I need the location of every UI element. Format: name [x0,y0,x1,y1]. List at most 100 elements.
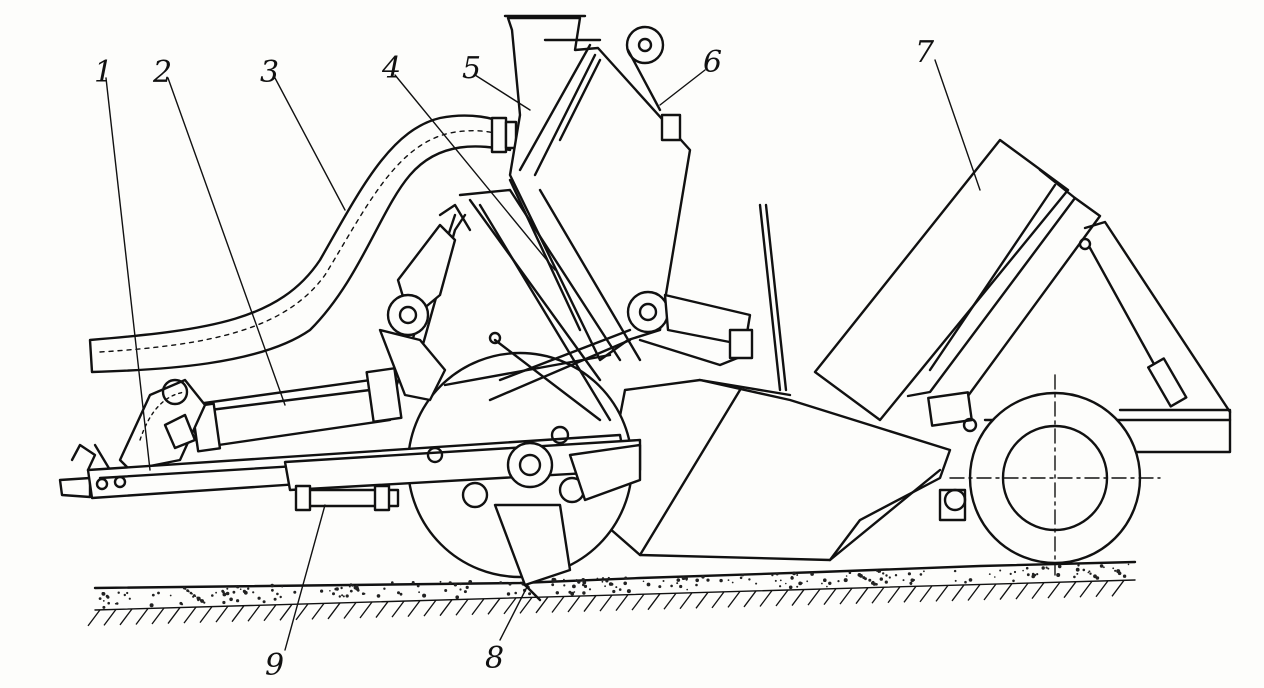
hatch-mark [743,590,757,608]
soil-dot [1103,566,1105,569]
soil-dot [999,569,1002,572]
soil-dot [755,582,758,585]
soil-dot [222,590,225,594]
soil-dot [902,579,905,582]
soil-dot [551,577,556,582]
hatch-mark [231,605,245,623]
soil-dot [775,572,779,576]
soil-dot [115,602,119,605]
hatch-mark [167,607,181,624]
hatch-mark [199,606,213,624]
soil-dot [695,578,699,583]
soil-dot [953,569,957,573]
soil-dot [885,574,888,577]
soil-dot [739,576,743,580]
soil-dot [1056,573,1061,577]
hatch-mark [583,595,597,612]
hatch-mark [967,584,981,601]
soil-dot [180,603,184,606]
soil-dot [329,590,331,592]
soil-dot [191,592,193,595]
soil-dot [236,599,240,603]
soil-dot [771,574,774,577]
soil-dot [236,585,240,589]
hatch-mark [439,599,453,617]
soil-dot [706,578,710,582]
hatch-mark [151,607,165,625]
hatch-mark [503,597,517,615]
soil-dot [792,571,796,576]
soil-dot [334,587,338,591]
soil-dot [658,585,662,589]
soil-dot [1122,574,1127,578]
callout-5: 5 [462,51,481,86]
soil-dot [197,599,200,602]
hatch-mark [567,595,581,613]
soil-dot [582,580,587,585]
transport-tube-3 [88,114,518,374]
soil-dot [954,579,957,582]
soil-dot [376,594,381,598]
hatch-mark [551,596,565,613]
soil-dot [187,590,190,593]
hatch-mark [855,587,869,605]
soil-dot [601,580,604,583]
soil-dot [676,582,679,585]
hatch-mark [455,598,469,616]
soil-dot [681,576,686,580]
soil-dot [577,580,581,584]
soil-dot [624,576,628,580]
hatch-mark [343,602,357,619]
soil-dot [821,582,823,585]
soil-dot [194,595,197,597]
hatch-mark [295,603,309,621]
hose-linkage [70,378,207,472]
soil-dot [151,593,155,597]
soil-dot [884,580,888,584]
soil-dot [601,577,605,580]
soil-dot [670,584,673,588]
hatch-mark [215,605,229,623]
soil-dot [604,585,606,588]
soil-dot [508,582,512,586]
soil-dot [626,589,631,594]
soil-dot [1047,567,1050,570]
soil-dot [270,583,275,588]
soil-dot [117,591,120,594]
soil-dot [349,589,353,593]
soil-dot [826,585,828,588]
soil-dot [868,578,872,582]
soil-dot [1089,572,1092,575]
soil-dot [101,592,106,596]
soil-dot [222,592,227,597]
soil-dot [239,588,242,590]
hatch-mark [487,597,501,615]
soil-dot [686,588,688,591]
soil-dot [1022,569,1024,572]
hatch-mark [615,594,629,612]
soil-dot [106,595,110,599]
soil-dot [1127,563,1130,566]
soil-dot [128,597,131,600]
soil-dot [416,584,420,588]
conveyor-box [598,203,967,562]
soil-dot [642,580,645,583]
soil-dot [345,594,349,598]
soil-dot [679,584,683,589]
soil-dot [646,582,651,587]
soil-dot [837,580,840,583]
soil-dot [465,585,469,590]
soil-dot [338,595,341,598]
soil-dot [276,592,279,596]
hatch-mark [1111,579,1125,597]
soil-dot [107,601,110,605]
hatch-mark [679,592,693,610]
hatch-mark [247,604,261,622]
hatch-mark [423,599,437,617]
soil-dot [169,594,172,597]
soil-dot [468,580,473,584]
soil-dot [796,585,799,588]
hatch-mark [999,583,1013,600]
hopper-5 [503,14,692,362]
soil-dot [355,586,360,591]
